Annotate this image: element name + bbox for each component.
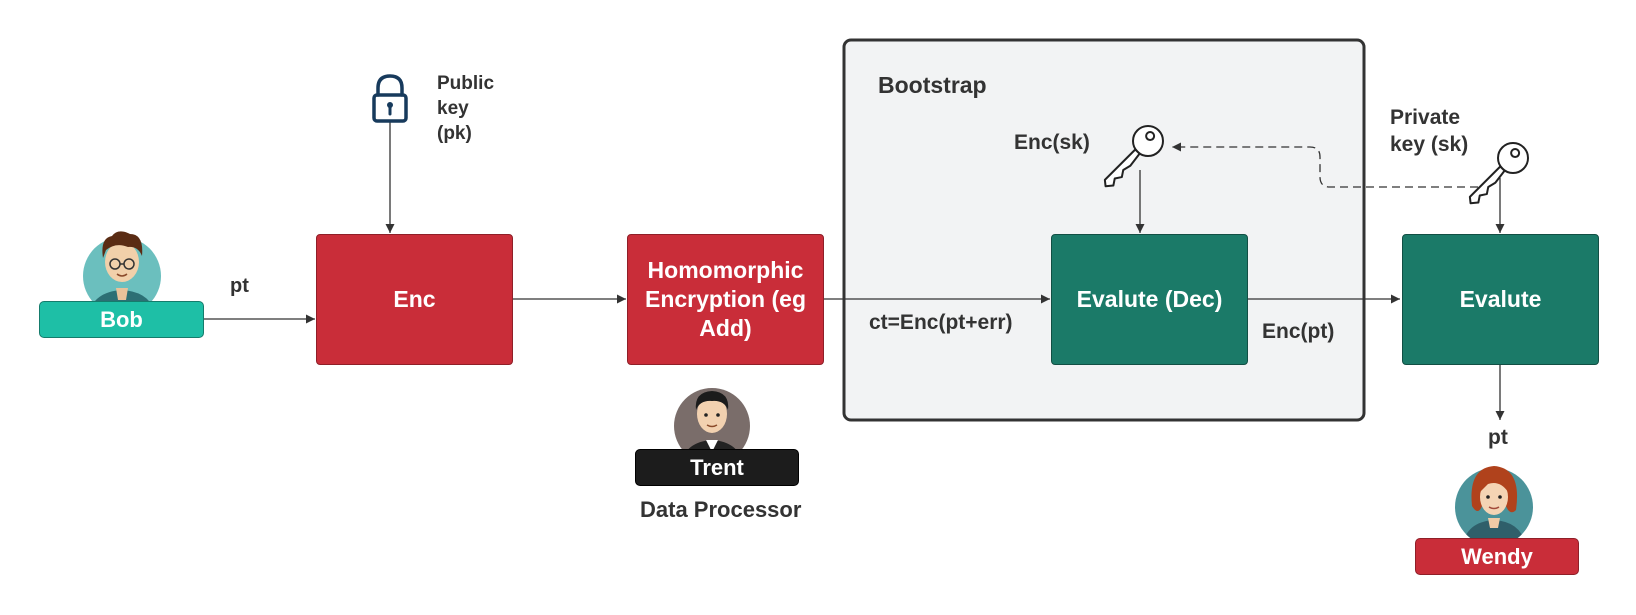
trent-name: Trent [690, 454, 744, 480]
private-key-label: Private key (sk) [1390, 106, 1469, 156]
trent-role-label: Data Processor [640, 497, 802, 522]
enc-sk-key-icon [1103, 125, 1164, 188]
bootstrap-title: Bootstrap [878, 72, 987, 98]
private-key-icon [1468, 142, 1529, 205]
enc-sk-label: Enc(sk) [1014, 131, 1090, 154]
enc-pt-label: Enc(pt) [1262, 320, 1335, 343]
trent-name-tag[interactable]: Trent [635, 449, 799, 486]
bob-avatar [83, 231, 161, 315]
evaluate-box[interactable]: Evalute [1402, 234, 1599, 365]
bob-pt-label: pt [230, 275, 249, 297]
evaluate-dec-box[interactable]: Evalute (Dec) [1051, 234, 1248, 365]
bob-name: Bob [100, 306, 143, 332]
wendy-name: Wendy [1461, 543, 1533, 569]
homomorphic-encryption-box[interactable]: Homomorphic Encryption (eg Add) [627, 234, 824, 365]
enc-box-label: Enc [393, 286, 436, 312]
wendy-pt-label: pt [1488, 426, 1508, 449]
edge-sk-to-enc-sk-dashed [1172, 142, 1478, 188]
homomorphic-encryption-label: Homomorphic Encryption (eg Add) [644, 257, 806, 341]
lock-icon [372, 74, 408, 123]
bob-name-tag[interactable]: Bob [39, 301, 204, 338]
evaluate-dec-label: Evalute (Dec) [1076, 286, 1223, 312]
wendy-name-tag[interactable]: Wendy [1415, 538, 1579, 575]
enc-box[interactable]: Enc [316, 234, 513, 365]
ciphertext-label: ct=Enc(pt+err) [869, 311, 1013, 334]
public-key-label: Public key (pk) [437, 73, 495, 144]
evaluate-label: Evalute [1459, 286, 1542, 312]
